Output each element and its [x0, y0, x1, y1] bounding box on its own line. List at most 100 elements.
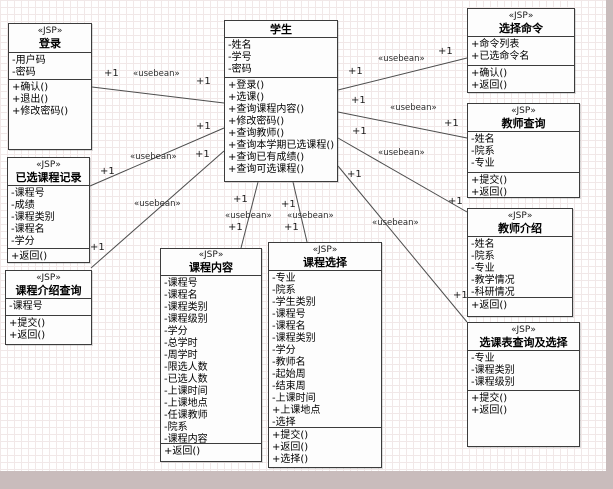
class-name: 课程介绍查询 — [15, 283, 82, 297]
member-row: -成绩 — [11, 200, 35, 211]
usebean-stereotype-label: «usebean» — [133, 69, 180, 79]
methods-compartment: +返回() — [468, 298, 572, 316]
multiplicity-label: +1 — [281, 199, 296, 210]
class-selected-records-title: «JSP» 已选课程记录 — [8, 158, 89, 186]
stereotype-label: «JSP» — [508, 10, 534, 21]
class-teacher-query[interactable]: «JSP» 教师查询 -姓名-院系-专业 +提交()+返回() — [467, 103, 580, 198]
member-row: -任课教师 — [164, 410, 208, 421]
class-course-content-title: «JSP» 课程内容 — [161, 249, 261, 276]
member-row: -院系 — [272, 285, 296, 296]
multiplicity-label: +1 — [444, 118, 459, 129]
class-teacher-intro[interactable]: «JSP» 教师介绍 -姓名-院系-专业-教学情况-科研情况 +返回() — [467, 208, 573, 317]
member-row: -上课地点 — [164, 398, 208, 409]
attributes-compartment: -姓名-院系-专业 — [468, 132, 579, 173]
member-row: -院系 — [164, 422, 188, 433]
member-row: -限选人数 — [164, 362, 208, 373]
member-row: -课程类别 — [272, 333, 316, 344]
member-row: -课程内容 — [164, 434, 208, 444]
member-row: -选择 — [272, 417, 296, 428]
member-row: +登录() — [228, 80, 265, 91]
stereotype-label: «JSP» — [36, 159, 61, 170]
class-teacher-intro-title: «JSP» 教师介绍 — [468, 209, 572, 237]
multiplicity-label: +1 — [100, 166, 115, 177]
member-row: -专业 — [272, 273, 296, 284]
member-row: -专业 — [471, 263, 495, 274]
member-row: -课程级别 — [164, 314, 208, 325]
usebean-stereotype-label: «usebean» — [134, 199, 181, 209]
member-row: -姓名 — [471, 239, 495, 250]
stereotype-label: «JSP» — [198, 250, 224, 260]
multiplicity-label: +1 — [228, 222, 243, 233]
member-row: +提交() — [471, 393, 508, 404]
member-row: -学号 — [228, 52, 252, 63]
stereotype-label: «JSP» — [37, 26, 63, 36]
member-row: +确认() — [471, 68, 508, 79]
member-row: +查询本学期已选课程() — [228, 140, 335, 151]
usebean-stereotype-label: «usebean» — [378, 54, 425, 64]
member-row: -课程名 — [164, 290, 198, 301]
class-name: 教师查询 — [501, 116, 546, 130]
member-row: +查询已有成绩() — [228, 152, 305, 163]
member-row: +返回() — [164, 446, 201, 457]
attributes-compartment: -姓名-院系-专业-教学情况-科研情况 — [468, 237, 572, 298]
member-row: -课程号 — [11, 188, 45, 199]
class-name: 已选课程记录 — [15, 170, 82, 184]
member-row: +命令列表 — [471, 39, 520, 50]
member-row: +退出() — [12, 94, 49, 105]
class-course-intro-title: «JSP» 课程介绍查询 — [6, 271, 91, 299]
methods-compartment: +返回() — [161, 444, 261, 461]
class-course-intro-query[interactable]: «JSP» 课程介绍查询 -课程号 +提交()+返回() — [5, 270, 92, 345]
member-row: +提交() — [471, 175, 508, 186]
member-row: -学分 — [11, 236, 35, 247]
methods-compartment: +确认()+返回() — [468, 66, 574, 92]
class-course-content[interactable]: «JSP» 课程内容 -课程号-课程名-课程类别-课程级别-学分-总学时-周学时… — [160, 248, 262, 462]
class-name: 选课表查询及选择 — [479, 335, 568, 349]
member-row: -学分 — [164, 326, 188, 337]
methods-compartment: +提交()+返回() — [6, 316, 91, 344]
class-selected-course-records[interactable]: «JSP» 已选课程记录 -课程号-成绩-课程类别-课程名-学分 +返回() — [7, 157, 90, 263]
member-row: +查询可选课程() — [228, 164, 305, 175]
attributes-compartment: -专业-课程类别-课程级别 — [468, 351, 579, 391]
multiplicity-label: +1 — [90, 242, 105, 253]
member-row: -姓名 — [228, 40, 252, 51]
member-row: +返回() — [11, 251, 48, 262]
class-student[interactable]: 学生 -姓名-学号-密码 +登录()+选课()+查询课程内容()+修改密码()+… — [224, 20, 338, 182]
multiplicity-label: +1 — [438, 46, 453, 57]
member-row: -上课时间 — [272, 393, 316, 404]
member-row: +确认() — [12, 82, 49, 93]
member-row: -用户码 — [12, 55, 46, 66]
attributes-compartment: -课程号-成绩-课程类别-课程名-学分 — [8, 186, 89, 249]
member-row: -起始周 — [272, 369, 306, 380]
multiplicity-label: +1 — [196, 76, 211, 87]
class-select-command[interactable]: «JSP» 选择命令 +命令列表+已选命令名 +确认()+返回() — [467, 8, 575, 93]
member-row: -院系 — [471, 251, 495, 262]
usebean-stereotype-label: «usebean» — [287, 211, 334, 221]
multiplicity-label: +1 — [233, 194, 248, 205]
multiplicity-label: +1 — [351, 95, 366, 106]
class-login[interactable]: «JSP» 登录 -用户码-密码 +确认()+退出()+修改密码() — [8, 23, 92, 150]
member-row: +已选命令名 — [471, 51, 530, 62]
member-row: -课程名 — [11, 224, 45, 235]
multiplicity-label: +1 — [347, 169, 362, 180]
attributes-compartment: -课程号-课程名-课程类别-课程级别-学分-总学时-周学时-限选人数-已选人数-… — [161, 276, 261, 444]
member-row: +修改密码() — [12, 106, 69, 117]
member-row: +返回() — [471, 187, 508, 197]
class-course-table-query-select[interactable]: «JSP» 选课表查询及选择 -专业-课程类别-课程级别 +提交()+返回() — [467, 322, 580, 447]
stereotype-label: «JSP» — [511, 105, 536, 116]
class-select-command-title: «JSP» 选择命令 — [468, 9, 574, 37]
member-row: +返回() — [471, 300, 508, 311]
member-row: -专业 — [471, 158, 495, 169]
member-row: +查询教师() — [228, 128, 285, 139]
member-row: -学分 — [272, 345, 296, 356]
stereotype-label: «JSP» — [312, 244, 338, 255]
member-row: -密码 — [12, 67, 36, 78]
multiplicity-label: +1 — [453, 290, 468, 301]
methods-compartment: +提交()+返回() — [468, 173, 579, 197]
member-row: +上课地点 — [272, 405, 321, 416]
member-row: -课程类别 — [11, 212, 55, 223]
usebean-stereotype-label: «usebean» — [390, 103, 437, 113]
multiplicity-label: +1 — [196, 121, 211, 132]
class-course-select[interactable]: «JSP» 课程选择 -专业-院系-学生类别-课程号-课程名-课程类别-学分-教… — [268, 242, 382, 468]
member-row: -课程号 — [272, 309, 306, 320]
